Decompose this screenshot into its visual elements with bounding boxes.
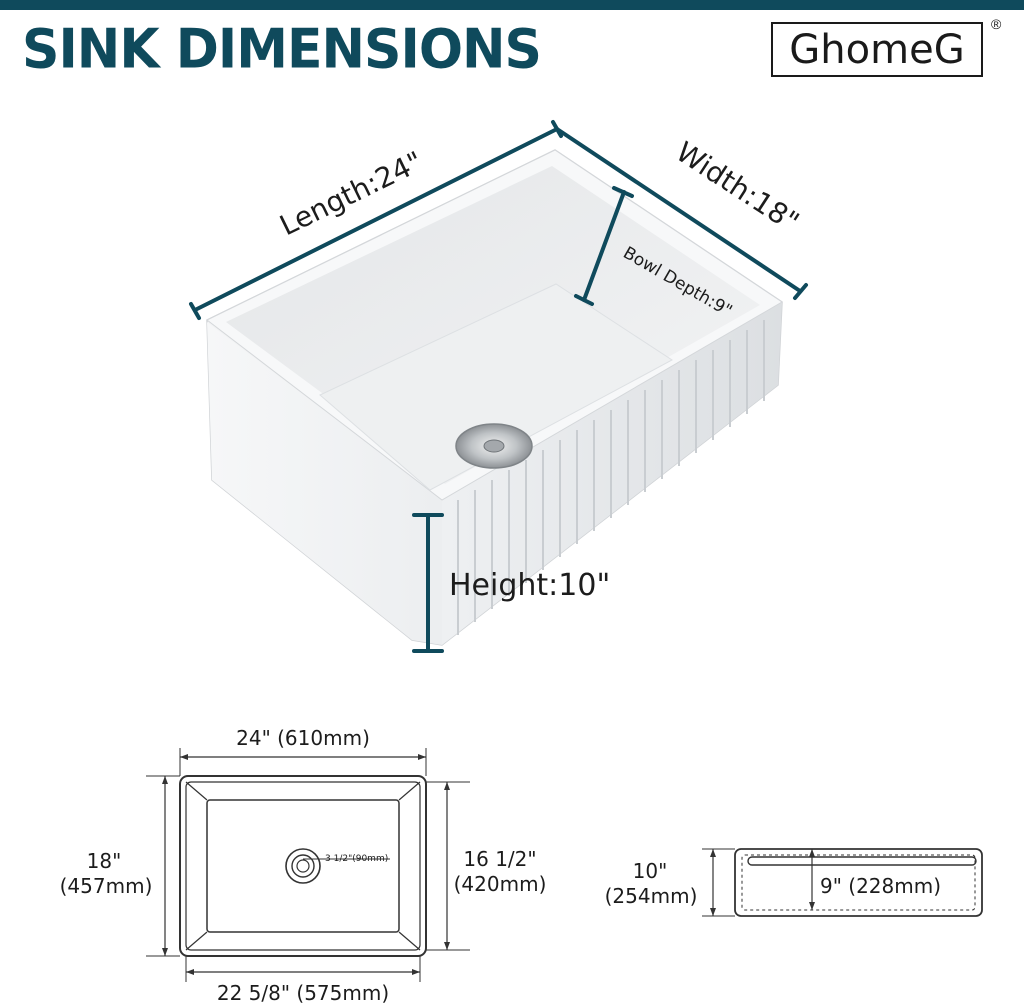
left-depth-mm: (457mm) xyxy=(60,874,153,898)
right-depth-inches: 16 1/2" xyxy=(463,847,536,871)
bowl-depth-dimension-line xyxy=(582,190,626,302)
width-dimension-line xyxy=(555,127,802,293)
length-dimension-line xyxy=(193,127,559,312)
side-height-mm: (254mm) xyxy=(605,884,698,908)
apron-flutes xyxy=(457,320,765,635)
left-depth-inches: 18" xyxy=(87,849,122,873)
drain-size-label: 3 1/2"(90mm) xyxy=(325,854,388,864)
iso-dimension-lines xyxy=(189,120,808,653)
bottom-width-label: 22 5/8" (575mm) xyxy=(217,981,389,1005)
registered-mark: ® xyxy=(991,16,1002,32)
sink-bowl-floor xyxy=(319,283,673,491)
top-view-outer-rim xyxy=(179,775,427,957)
sink-isometric-render xyxy=(206,149,783,646)
top-width-label: 24" (610mm) xyxy=(236,726,370,750)
page-title: SINK DIMENSIONS xyxy=(22,18,542,81)
side-view-outline xyxy=(734,848,983,917)
side-bowl-depth-label: 9" (228mm) xyxy=(820,874,941,898)
height-label: Height:10" xyxy=(449,568,610,603)
right-depth-mm: (420mm) xyxy=(454,872,547,896)
top-view-inner-bowl xyxy=(206,799,400,933)
side-height-inches: 10" xyxy=(633,859,668,883)
sink-front-face xyxy=(207,322,442,645)
side-view-drawing xyxy=(702,848,983,917)
brand-logo: GhomeG xyxy=(771,22,983,77)
top-accent-bar xyxy=(0,0,1024,10)
width-label: Width:18" xyxy=(670,135,805,239)
top-view-drain xyxy=(285,848,321,884)
top-view-drawing xyxy=(146,748,470,982)
